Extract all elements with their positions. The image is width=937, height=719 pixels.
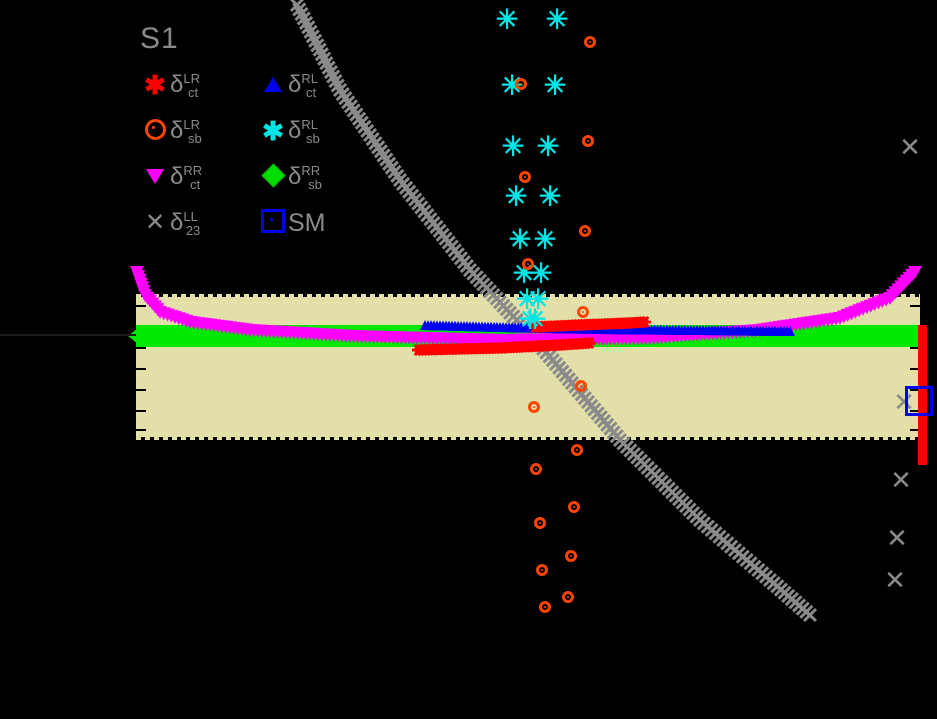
data-point-cyan-asterisk: ✳: [523, 304, 547, 335]
band-top-dashed-edge: [136, 294, 920, 297]
data-point-cyan-asterisk: ✳: [536, 131, 560, 162]
legend-sub: 23: [185, 223, 201, 238]
data-point-gray-x: ✕: [886, 523, 908, 553]
data-point-cyan-asterisk: ✳: [545, 4, 569, 35]
legend-sup: RL: [301, 71, 318, 86]
legend-sup: LR: [183, 71, 200, 86]
data-point-orange-circle: [519, 171, 531, 183]
data-point-orange-circle: [571, 444, 583, 456]
panel-label: S1: [140, 22, 179, 55]
data-point-orange-circle: [522, 258, 534, 270]
legend-label-sm: SM: [288, 208, 326, 237]
data-point-cyan-asterisk: ✳: [533, 224, 557, 255]
circle-dot-icon: [140, 118, 170, 144]
data-point-orange-circle: [530, 463, 542, 475]
legend-sub: ct: [187, 85, 199, 100]
legend-item-sm[interactable]: SM: [258, 209, 358, 238]
data-point-orange-circle: [584, 36, 596, 48]
data-point-cyan-asterisk: ✳: [504, 181, 528, 212]
data-point-cyan-asterisk: ✳: [501, 131, 525, 162]
data-point-cyan-asterisk: ✳: [495, 4, 519, 35]
legend-sub: ct: [190, 177, 201, 192]
legend-item-23-LL[interactable]: ✕ δLL23: [140, 209, 240, 238]
data-point-orange-circle: [575, 380, 587, 392]
data-point-cyan-asterisk: ✳: [518, 304, 542, 335]
legend-sup: LR: [183, 117, 200, 132]
legend-item-sb-RR[interactable]: δRRsb: [258, 163, 358, 192]
data-point-orange-circle: [536, 564, 548, 576]
data-point-orange-circle: [579, 225, 591, 237]
legend-item-ct-RR[interactable]: δRRct: [140, 163, 240, 192]
legend-item-sb-LR[interactable]: δLRsb: [140, 117, 240, 146]
legend: S1 ✱ δLRct δRLct δLRsb ✱ δRLsb: [140, 22, 358, 246]
baseline-extension: [0, 334, 136, 336]
data-point-cyan-asterisk: ✳: [529, 258, 553, 289]
legend-item-ct-LR[interactable]: ✱ δLRct: [140, 70, 240, 100]
legend-item-ct-RL[interactable]: δRLct: [258, 71, 358, 100]
green-band-left-arrow: [128, 328, 138, 344]
legend-sub: sb: [305, 131, 320, 146]
legend-sub: sb: [187, 131, 202, 146]
red-edge-bar: [918, 325, 927, 465]
triangle-up-icon: [258, 74, 288, 96]
data-point-orange-circle: [568, 501, 580, 513]
data-point-gray-x: ✕: [899, 132, 921, 162]
data-point-orange-circle: [562, 591, 574, 603]
data-point-cyan-asterisk: ✳: [515, 284, 539, 315]
data-point-orange-circle: [534, 517, 546, 529]
legend-sub: sb: [308, 177, 322, 192]
data-point-orange-circle: [577, 306, 589, 318]
data-point-orange-circle: [565, 550, 577, 562]
legend-sup: RR: [183, 163, 203, 178]
data-point-orange-circle: [528, 401, 540, 413]
legend-sup: RL: [301, 117, 318, 132]
data-point-gray-x: ✕: [884, 565, 906, 595]
legend-row: δLRsb ✱ δRLsb: [140, 108, 358, 154]
data-point-cyan-asterisk: ✳: [526, 284, 550, 315]
data-point-orange-circle: [515, 78, 527, 90]
data-point-gray-x: ✕: [890, 465, 912, 495]
asterisk-icon: ✱: [144, 70, 166, 100]
legend-row: δRRct δRRsb: [140, 154, 358, 200]
asterisk-icon: ✱: [262, 116, 284, 146]
legend-row: ✕ δLL23 SM: [140, 200, 358, 246]
sm-marker-square: [905, 386, 933, 416]
legend-row: ✱ δLRct δRLct: [140, 62, 358, 108]
data-point-orange-circle: [582, 135, 594, 147]
legend-item-sb-RL[interactable]: ✱ δRLsb: [258, 116, 358, 146]
diamond-icon: [258, 163, 288, 188]
data-point-cyan-asterisk: ✳: [543, 70, 567, 101]
legend-sub: ct: [305, 85, 317, 100]
square-icon: [258, 209, 288, 237]
band-bottom-dashed-edge: [136, 437, 920, 440]
data-point-orange-circle: [539, 601, 551, 613]
data-point-gray-x: ✕: [893, 387, 915, 417]
legend-sup: RR: [301, 163, 321, 178]
data-point-cyan-asterisk: ✳: [508, 224, 532, 255]
x-cross-icon: ✕: [144, 209, 166, 236]
triangle-down-icon: [140, 166, 170, 188]
data-point-cyan-asterisk: ✳: [538, 181, 562, 212]
legend-sup: LL: [183, 209, 198, 224]
